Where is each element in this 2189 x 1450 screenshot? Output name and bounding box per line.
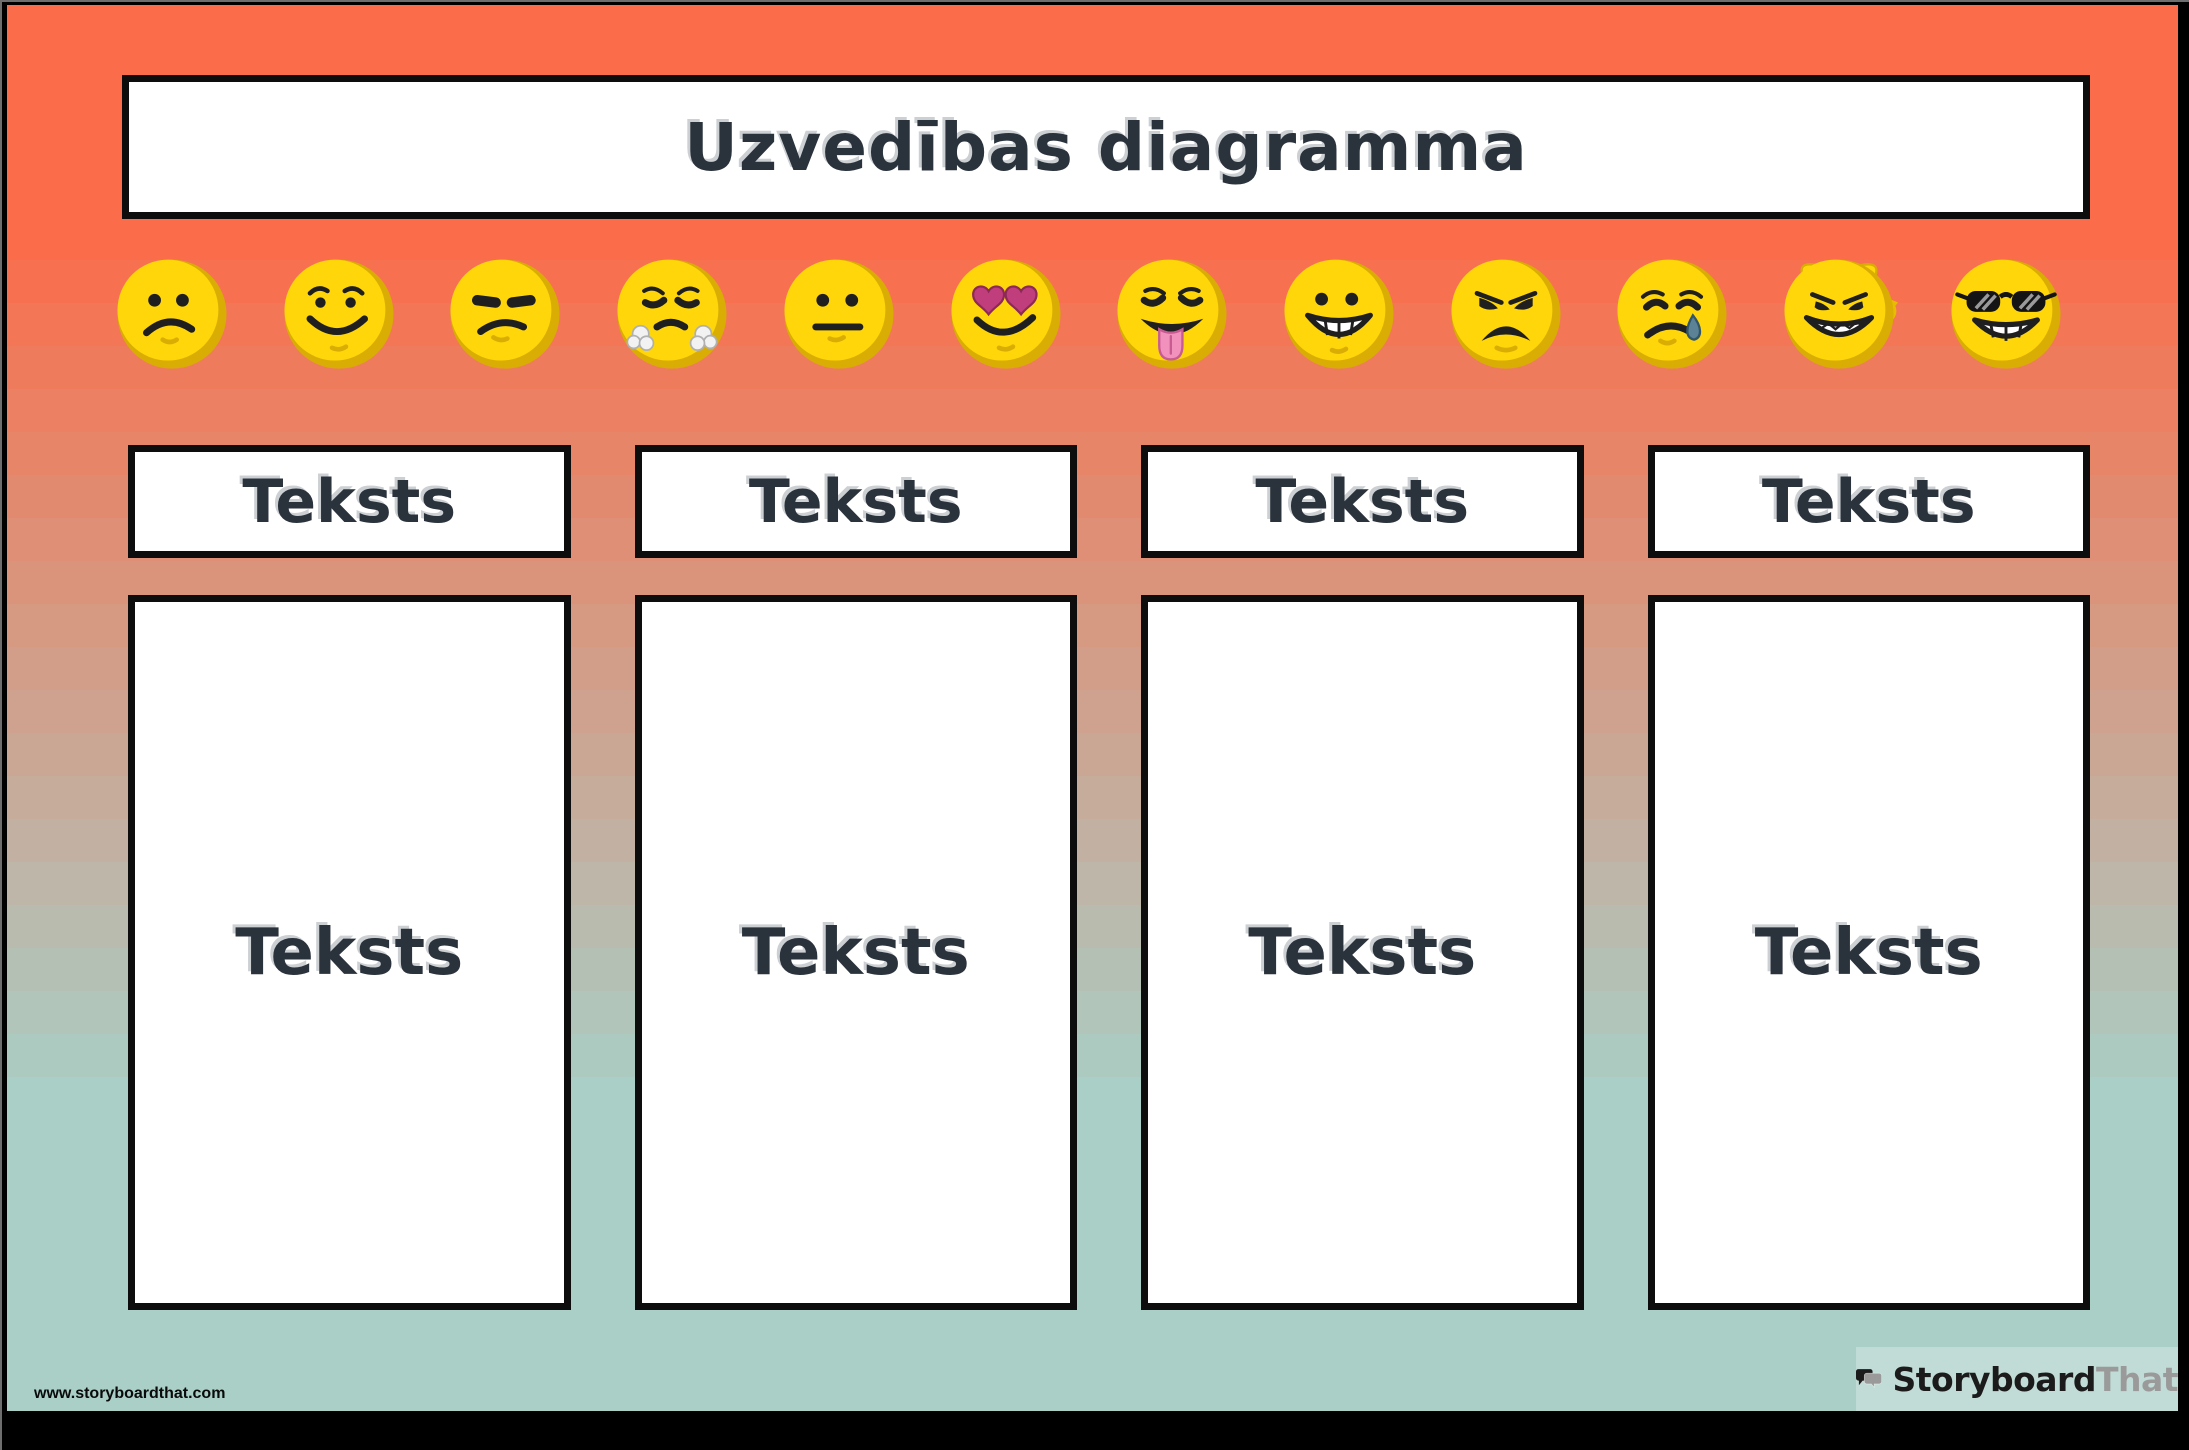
emoji-row [114, 255, 2064, 371]
column-3-body-box[interactable]: Teksts [1141, 595, 1584, 1310]
column-2-header-box[interactable]: Teksts [634, 445, 1077, 558]
neutral-face-icon [781, 255, 897, 371]
column-3-header-box[interactable]: Teksts [1141, 445, 1584, 558]
column-2-body-label: Teksts [741, 915, 970, 990]
unamused-face-icon [447, 255, 563, 371]
title-box[interactable]: Uzvedības diagramma [122, 75, 2090, 219]
column-1-header-label: Teksts [242, 466, 457, 537]
column-4-header-box[interactable]: Teksts [1647, 445, 2090, 558]
columns-grid: Teksts Teksts Teksts Teksts Teksts Tekst… [128, 445, 2090, 1312]
column-1-body-box[interactable]: Teksts [128, 595, 571, 1310]
cool-sunglasses-face-icon [1948, 255, 2064, 371]
column-4-header-label: Teksts [1761, 466, 1976, 537]
column-1-body-label: Teksts [235, 915, 464, 990]
column-1-header-box[interactable]: Teksts [128, 445, 571, 558]
crying-face-icon [1614, 255, 1730, 371]
devil-face-icon [1781, 255, 1899, 371]
column-2-body-box[interactable]: Teksts [634, 595, 1077, 1310]
page-title: Uzvedības diagramma [684, 108, 1528, 186]
column-3-header-label: Teksts [1255, 466, 1470, 537]
heart-eyes-face-icon [948, 255, 1064, 371]
speech-bubbles-icon [1856, 1369, 1882, 1389]
logo-wordmark: StoryboardThat [1892, 1359, 2178, 1399]
smiling-face-icon [281, 255, 397, 371]
angry-face-icon [1448, 255, 1564, 371]
storyboardthat-logo: StoryboardThat [1856, 1347, 2178, 1411]
column-4-body-label: Teksts [1754, 915, 1983, 990]
grinning-face-icon [1281, 255, 1397, 371]
tongue-out-face-icon [1114, 255, 1230, 371]
website-url: www.storyboardthat.com [34, 1385, 226, 1402]
column-4-body-box[interactable]: Teksts [1647, 595, 2090, 1310]
poster-background: Uzvedības diagramma Teksts Teksts Teksts… [7, 5, 2178, 1411]
sad-face-icon [114, 255, 230, 371]
column-3-body-label: Teksts [1248, 915, 1477, 990]
steam-from-nose-face-icon [614, 255, 730, 371]
column-2-header-label: Teksts [748, 466, 963, 537]
